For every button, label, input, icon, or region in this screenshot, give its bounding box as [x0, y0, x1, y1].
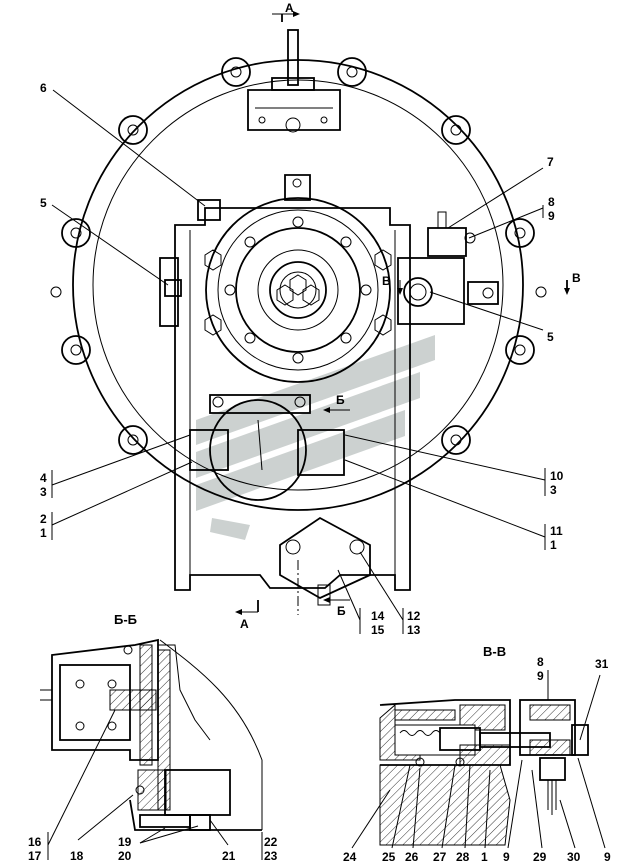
- callout-8: 8: [548, 195, 555, 209]
- callout-vv-9-top: 9: [537, 669, 544, 683]
- section-mark-b-top: Б: [336, 393, 345, 407]
- section-mark-v-right: В: [572, 271, 581, 285]
- callout-14: 14: [371, 609, 385, 623]
- callout-13: 13: [407, 623, 421, 637]
- pump-bell: [204, 174, 392, 383]
- section-vv-view: [351, 670, 606, 849]
- watermark-logo: [196, 335, 435, 540]
- callout-vv-30: 30: [567, 850, 581, 864]
- callout-15: 15: [371, 623, 385, 637]
- callout-7: 7: [547, 155, 554, 169]
- section-title-vv: В-В: [483, 644, 506, 659]
- main-leader-lines: [51, 89, 546, 634]
- callout-3-left: 3: [40, 485, 47, 499]
- central-housing: [174, 207, 411, 591]
- callout-23: 23: [264, 849, 278, 863]
- filter-assembly: [189, 394, 345, 501]
- callout-20: 20: [118, 849, 132, 863]
- section-mark-a-top: А: [285, 1, 294, 15]
- callout-17: 17: [28, 849, 42, 863]
- callout-vv-24: 24: [343, 850, 357, 864]
- callout-18: 18: [70, 849, 84, 863]
- callout-vv-31: 31: [595, 657, 609, 671]
- callout-10: 10: [550, 469, 564, 483]
- callout-vv-9-b: 9: [604, 850, 611, 864]
- callout-4: 4: [40, 471, 47, 485]
- section-arrow-a-top: [272, 11, 300, 22]
- section-bb-view: [40, 638, 263, 860]
- callout-5-left: 5: [40, 196, 47, 210]
- section-mark-v-left: В: [382, 274, 391, 288]
- callout-11: 11: [550, 524, 563, 538]
- callout-vv-8: 8: [537, 655, 544, 669]
- top-bracket: [247, 29, 341, 133]
- callout-22: 22: [264, 835, 278, 849]
- right-valve-block: [397, 211, 499, 325]
- callout-2: 2: [40, 512, 47, 526]
- main-view: [50, 11, 570, 634]
- section-mark-a-bottom: А: [240, 617, 249, 631]
- callout-16: 16: [28, 835, 42, 849]
- section-arrow-a-bottom: [235, 600, 259, 615]
- callout-vv-9-a: 9: [503, 850, 510, 864]
- callout-vv-27: 27: [433, 850, 447, 864]
- callout-1-left: 1: [40, 526, 47, 540]
- callout-3-right: 3: [550, 483, 557, 497]
- callout-19: 19: [118, 835, 132, 849]
- callout-vv-25: 25: [382, 850, 396, 864]
- callout-5-right: 5: [547, 330, 554, 344]
- section-arrow-v: [397, 280, 570, 295]
- callout-vv-29: 29: [533, 850, 547, 864]
- callout-vv-1: 1: [481, 850, 488, 864]
- callout-vv-28: 28: [456, 850, 470, 864]
- section-arrow-b: [323, 407, 350, 603]
- left-fitting: [159, 199, 221, 327]
- section-title-bb: Б-Б: [114, 612, 137, 627]
- bottom-hex-plate: [279, 516, 371, 606]
- callout-vv-26: 26: [405, 850, 419, 864]
- callout-12: 12: [407, 609, 421, 623]
- callout-6: 6: [40, 81, 47, 95]
- callout-1-right: 1: [550, 538, 557, 552]
- mounting-lugs: [50, 57, 547, 455]
- callout-21: 21: [222, 849, 236, 863]
- callout-9: 9: [548, 209, 555, 223]
- section-mark-b-bottom: Б: [337, 604, 346, 618]
